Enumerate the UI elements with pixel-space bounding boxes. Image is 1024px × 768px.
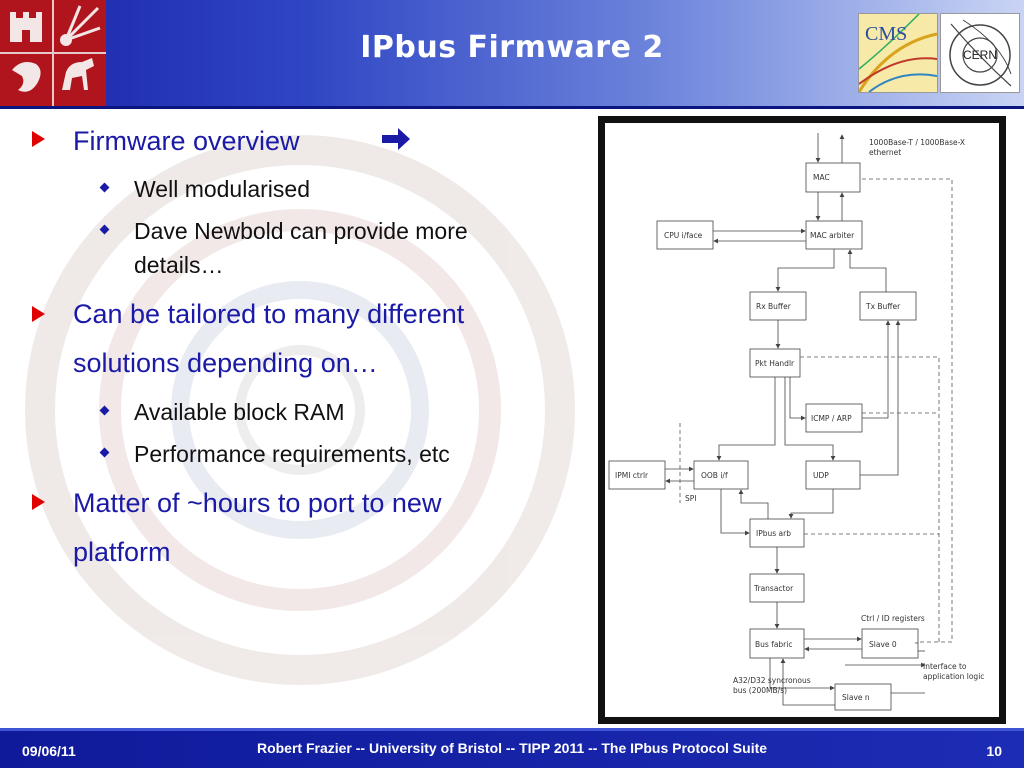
footer-credits: Robert Frazier -- University of Bristol …: [256, 740, 768, 756]
cpu-iface-block: [656, 220, 714, 250]
cern-logo-text: CERN: [963, 48, 997, 62]
sub-bullet-block-ram: Available block RAM: [134, 399, 345, 425]
udp-label: UDP: [813, 471, 829, 480]
pkt-handlr-block: [749, 348, 801, 378]
cms-logo: CMS: [858, 13, 938, 93]
mac-arbiter-label: MAC arbiter: [810, 231, 855, 240]
bus-fabric-block: [749, 628, 805, 659]
slaven-block: [834, 683, 892, 711]
diagram-svg: 1000Base-T / 1000Base-X ethernet MAC CPU…: [608, 133, 984, 711]
oob-if-block: [693, 460, 749, 490]
tx-buffer-block: [859, 291, 917, 321]
pkt-handlr-label: Pkt Handlr: [755, 359, 795, 368]
udp-block: [805, 460, 861, 490]
bus-label-line2: bus (200MB/s): [733, 686, 787, 695]
footer-bar: 09/06/11 Robert Frazier -- University of…: [0, 728, 1024, 768]
slaven-label: Slave n: [842, 693, 870, 702]
rx-buffer-label: Rx Buffer: [756, 302, 792, 311]
bus-fabric-label: Bus fabric: [755, 640, 792, 649]
header-divider: [0, 106, 1024, 109]
bus-label-line1: A32/D32 syncronous: [733, 676, 811, 685]
slave0-block: [861, 628, 919, 659]
firmware-block-diagram: 1000Base-T / 1000Base-X ethernet MAC CPU…: [598, 116, 1006, 724]
header-bar: [0, 0, 1024, 106]
interface-label-line1: Interface to: [923, 662, 967, 671]
icmp-arp-label: ICMP / ARP: [811, 414, 852, 423]
ethernet-label-line2: ethernet: [869, 148, 901, 157]
bullet-tailored-line2: solutions depending on…: [73, 348, 378, 378]
transactor-block: [749, 573, 805, 603]
icmp-arp-block: [805, 403, 863, 433]
sub-bullet-dave-newbold: Dave Newbold can provide more: [134, 218, 468, 244]
interface-label-line2: application logic: [923, 672, 984, 681]
mac-block: [805, 162, 861, 193]
sub-bullet-well-modularised: Well modularised: [134, 176, 310, 202]
ipmi-ctrlr-block: [608, 460, 666, 490]
bullet-tailored-line1: Can be tailored to many different: [73, 299, 465, 329]
bullet-marker: [32, 494, 45, 510]
arrow-right-icon: [380, 124, 412, 154]
ipbus-arb-label: IPbus arb: [756, 529, 791, 538]
sub-bullet-dave-newbold-cont: details…: [134, 252, 224, 278]
ethernet-label-line1: 1000Base-T / 1000Base-X: [869, 138, 965, 147]
page-title: IPbus Firmware 2: [360, 30, 664, 65]
bullet-port-line2: platform: [73, 537, 171, 567]
page-number: 10: [986, 743, 1002, 759]
diagram-dashed-paths: [679, 178, 953, 643]
diagram-canvas: 1000Base-T / 1000Base-X ethernet MAC CPU…: [603, 121, 1001, 719]
transactor-label: Transactor: [753, 584, 794, 593]
rx-buffer-block: [749, 291, 807, 321]
bullet-port-line1: Matter of ~hours to port to new: [73, 488, 442, 518]
oob-if-label: OOB i/f: [701, 471, 728, 480]
cern-logo: CERN: [940, 13, 1020, 93]
university-logo: [0, 0, 106, 106]
ipmi-ctrlr-label: IPMI ctrlr: [615, 471, 649, 480]
ctrl-id-label: Ctrl / ID registers: [861, 614, 925, 623]
bullet-marker: [32, 306, 45, 322]
cpu-iface-label: CPU i/face: [664, 231, 703, 240]
footer-date: 09/06/11: [22, 743, 76, 759]
sub-bullet-performance: Performance requirements, etc: [134, 441, 450, 467]
tx-buffer-label: Tx Buffer: [865, 302, 901, 311]
slave0-label: Slave 0: [869, 640, 897, 649]
detector-watermark: [0, 110, 600, 725]
spi-label: SPI: [685, 494, 697, 503]
mac-arbiter-block: [805, 220, 863, 250]
cms-logo-text: CMS: [865, 23, 907, 45]
bullet-marker: [32, 131, 45, 147]
mac-label: MAC: [813, 173, 830, 182]
diagram-connectors: [665, 133, 926, 706]
bullet-firmware-overview: Firmware overview: [73, 126, 300, 156]
